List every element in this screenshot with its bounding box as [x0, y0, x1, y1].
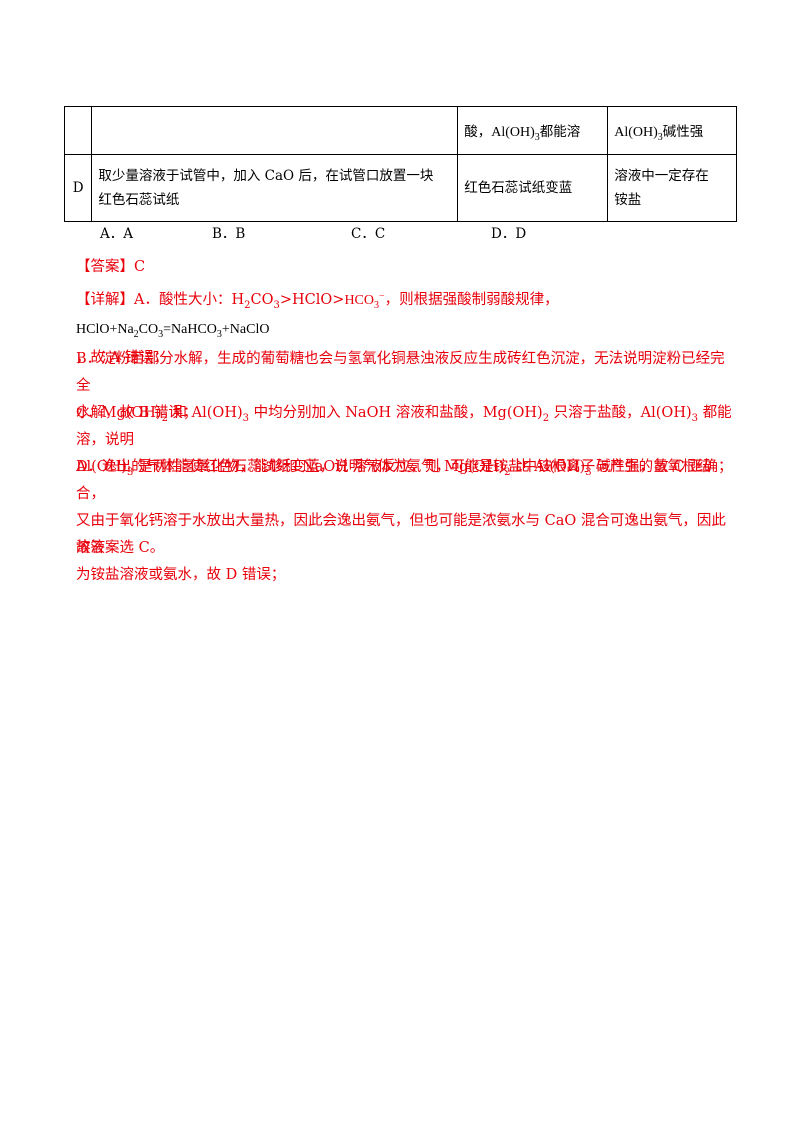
option-c: C．C: [351, 226, 386, 242]
phenomenon-suffix: 都能溶: [539, 124, 581, 140]
option-a: A．A: [100, 226, 133, 242]
row-label: [63, 106, 93, 155]
detail-c: C．Mg(OH)2 和 Al(OH)3 中均分别加入 NaOH 溶液和盐酸，Mg…: [76, 405, 733, 478]
table-row: D 取少量溶液于试管中，加入 CaO 后，在试管口放置一块 红色石蕊试纸 红色石…: [63, 154, 737, 222]
reaction-equation: HClO+Na2CO3=NaHCO3+NaClO: [76, 322, 270, 340]
phenomenon-prefix: 酸，: [464, 124, 492, 140]
conclusion-suffix: 碱性强: [662, 124, 704, 140]
detail-d: D．逸出的气体能使红色石蕊试纸变蓝，说明气体为氨气，可能是铵盐中铵根离子与产生的…: [76, 459, 726, 583]
phenomenon-text: 红色石蕊试纸变蓝: [464, 180, 573, 196]
option-b: B．B: [212, 226, 246, 242]
operation-line: 红色石蕊试纸: [98, 192, 180, 208]
conclusion-cell: 溶液中一定存在 铵盐: [607, 154, 737, 222]
conclusion-cell: Al(OH)3碱性强: [607, 106, 737, 155]
row-label: D: [63, 154, 93, 222]
conclusion-line: 溶液中一定存在: [614, 168, 709, 184]
table-row: 酸，Al(OH)3都能溶 Al(OH)3碱性强: [63, 106, 737, 155]
phenomenon-cell: 红色石蕊试纸变蓝: [457, 154, 609, 222]
detail-a: 【详解】A．酸性大小：H2CO3>HClO>HCO3−，则根据强酸制弱酸规律，H…: [76, 290, 559, 366]
aloh3-formula: Al(OH)3: [614, 125, 663, 143]
hco3-ion: HCO3−: [344, 290, 385, 311]
operation-line: 取少量溶液于试管中，加入 CaO 后，在试管口放置一块: [98, 168, 434, 184]
operation-cell: [91, 106, 459, 155]
detail-b: B．淀粉若部分水解，生成的葡萄糖也会与氢氧化铜悬浊液反应生成砖红色沉淀，无法说明…: [76, 351, 725, 421]
answer-options: A．A B．B C．C D．D: [0, 222, 800, 242]
phenomenon-cell: 酸，Al(OH)3都能溶: [457, 106, 609, 155]
conclusion-line: 铵盐: [614, 192, 642, 208]
answer-line: 【答案】C: [76, 259, 146, 275]
question-table: 酸，Al(OH)3都能溶 Al(OH)3碱性强 D 取少量溶液于试管中，加入 C…: [63, 106, 737, 222]
final-answer: 故答案选 C。: [76, 540, 165, 556]
operation-cell: 取少量溶液于试管中，加入 CaO 后，在试管口放置一块 红色石蕊试纸: [91, 154, 459, 222]
aloh3-formula: Al(OH)3: [491, 125, 540, 143]
option-d: D．D: [491, 226, 527, 242]
